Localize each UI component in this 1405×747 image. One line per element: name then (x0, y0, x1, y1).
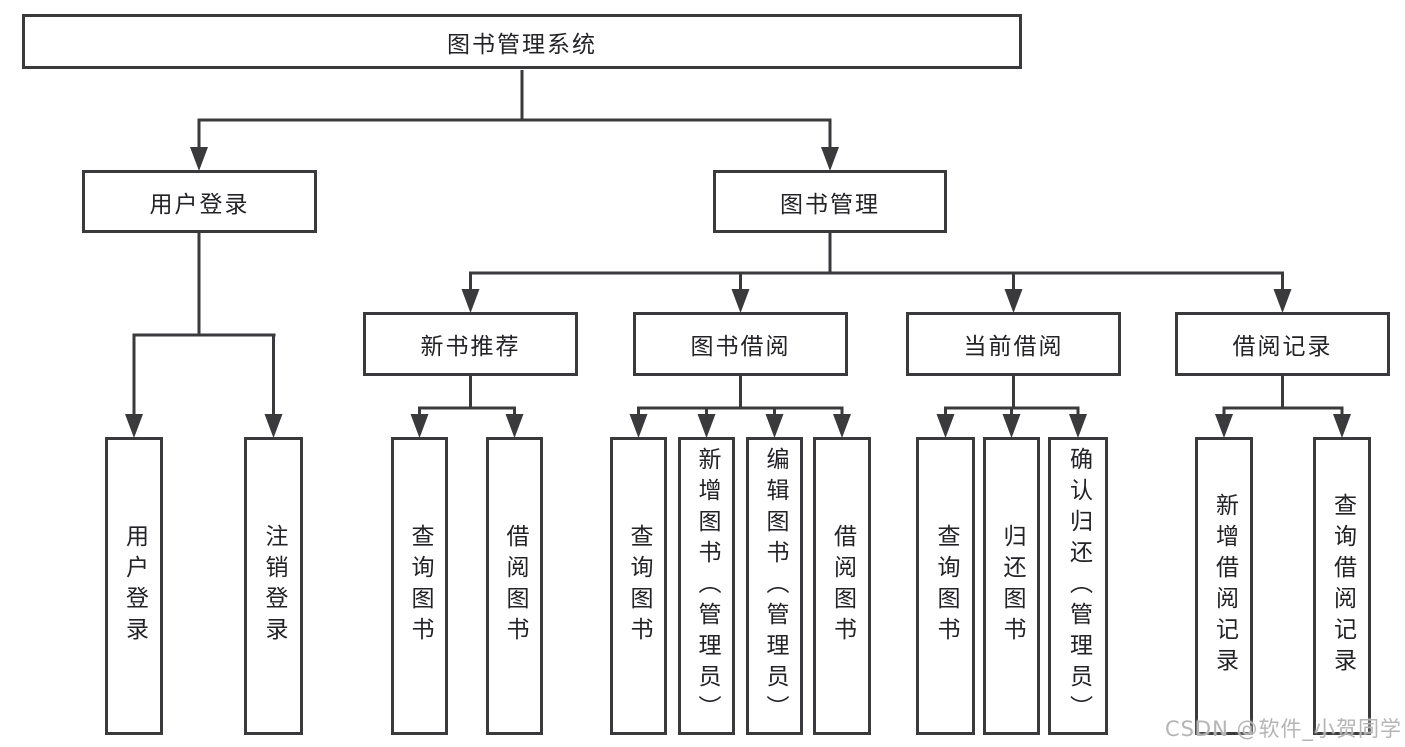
leaf-add-book-admin-label: 新增图书（管理员） (694, 446, 720, 726)
leaf-query-books-current-label: 查询图书 (933, 524, 959, 648)
leaf-query-books-current: 查询图书 (916, 437, 975, 735)
node-borrow-records-label: 借阅记录 (1232, 334, 1333, 360)
node-root-label: 图书管理系统 (447, 31, 597, 58)
leaf-borrow-books-recommend-label: 借阅图书 (502, 524, 528, 648)
leaf-edit-book-admin-label: 编辑图书（管理员） (762, 446, 788, 726)
leaf-user-login-label: 用户登录 (121, 524, 148, 648)
leaf-user-login: 用户登录 (105, 437, 163, 735)
leaf-query-borrow-record-label: 查询借阅记录 (1329, 493, 1356, 679)
leaf-logout: 注销登录 (244, 437, 303, 735)
node-user-login: 用户登录 (82, 170, 317, 233)
node-root-system: 图书管理系统 (22, 14, 1022, 69)
leaf-add-borrow-record: 新增借阅记录 (1195, 437, 1253, 735)
node-current-borrow: 当前借阅 (906, 312, 1121, 376)
node-borrow-records: 借阅记录 (1175, 312, 1390, 376)
leaf-confirm-return-admin: 确认归还（管理员） (1048, 437, 1108, 735)
leaf-borrow-books-recommend: 借阅图书 (486, 437, 543, 735)
csdn-watermark: CSDN @软件_小贺同学 (1164, 717, 1402, 741)
leaf-confirm-return-admin-label: 确认归还（管理员） (1065, 446, 1092, 726)
leaf-edit-book-admin: 编辑图书（管理员） (746, 437, 803, 735)
leaf-borrow-books: 借阅图书 (813, 437, 871, 735)
leaf-query-books-recommend: 查询图书 (391, 437, 448, 735)
node-user-login-label: 用户登录 (149, 191, 250, 218)
node-book-management: 图书管理 (713, 170, 947, 233)
leaf-query-books-borrow: 查询图书 (610, 437, 667, 735)
leaf-query-books-borrow-label: 查询图书 (626, 524, 652, 648)
node-new-book-recommend: 新书推荐 (363, 312, 578, 376)
node-book-management-label: 图书管理 (780, 191, 880, 218)
node-book-borrow: 图书借阅 (633, 312, 848, 376)
leaf-return-book: 归还图书 (983, 437, 1040, 735)
leaf-logout-label: 注销登录 (261, 524, 287, 648)
leaf-add-borrow-record-label: 新增借阅记录 (1211, 493, 1238, 679)
node-book-borrow-label: 图书借阅 (690, 334, 791, 360)
node-new-book-recommend-label: 新书推荐 (420, 334, 521, 360)
node-current-borrow-label: 当前借阅 (963, 334, 1064, 360)
leaf-query-borrow-record: 查询借阅记录 (1313, 437, 1371, 735)
leaf-query-books-recommend-label: 查询图书 (407, 524, 433, 648)
leaf-add-book-admin: 新增图书（管理员） (678, 437, 735, 735)
leaf-return-book-label: 归还图书 (999, 524, 1025, 648)
leaf-borrow-books-label: 借阅图书 (829, 524, 856, 648)
